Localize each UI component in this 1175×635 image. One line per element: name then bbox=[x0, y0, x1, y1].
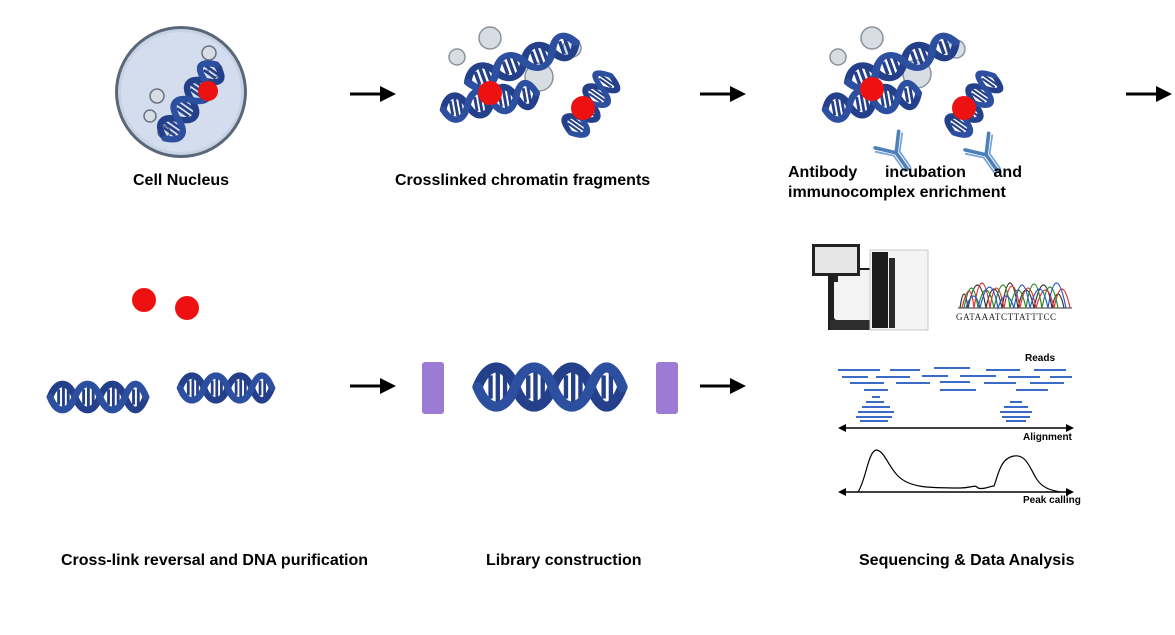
antibody-incubation-icon bbox=[823, 26, 1013, 183]
arrow-right-icon bbox=[348, 84, 398, 104]
alignment-label: Alignment bbox=[1023, 432, 1072, 443]
step-label-reversal: Cross-link reversal and DNA purification bbox=[61, 552, 369, 569]
arrow-right-icon bbox=[348, 376, 398, 396]
alignment-icon bbox=[856, 396, 1032, 422]
alignment-axis bbox=[838, 424, 1074, 432]
arrow-right-icon bbox=[1124, 84, 1174, 104]
step-label-crosslinked: Crosslinked chromatin fragments bbox=[395, 172, 651, 189]
step-label-sequencing: Sequencing & Data Analysis bbox=[859, 552, 1075, 569]
step-label-antibody-word2: incubation bbox=[884, 164, 966, 181]
released-protein-icon bbox=[175, 296, 199, 320]
reads-label: Reads bbox=[1025, 353, 1056, 364]
peak-calling-label: Peak calling bbox=[1023, 495, 1081, 506]
arrow-right-icon bbox=[698, 376, 748, 396]
chromatin-fragments-icon bbox=[441, 26, 621, 140]
dna-helix-icon bbox=[50, 384, 146, 410]
step-label-antibody-word3: and bbox=[993, 164, 1022, 181]
released-protein-icon bbox=[132, 288, 156, 312]
step-label-library: Library construction bbox=[486, 552, 642, 569]
step-label-cell-nucleus: Cell Nucleus bbox=[133, 172, 230, 189]
chromatogram-icon bbox=[958, 282, 1072, 311]
dna-helix-icon bbox=[180, 376, 272, 401]
arrow-right-icon bbox=[698, 84, 748, 104]
reads-icon bbox=[838, 367, 1072, 391]
step-label-antibody: Antibody incubation and immunocomplex en… bbox=[788, 163, 1022, 203]
step-label-antibody-word1: Antibody bbox=[788, 164, 858, 181]
sequencer-icon bbox=[812, 244, 929, 331]
sequence-text: GATAAATCTTATTTCC bbox=[956, 312, 1057, 322]
step-label-antibody-line2: immunocomplex enrichment bbox=[788, 184, 1006, 201]
peak-calling-icon bbox=[838, 449, 1074, 496]
library-dna-icon bbox=[422, 362, 678, 414]
cell-nucleus-icon bbox=[115, 26, 247, 158]
